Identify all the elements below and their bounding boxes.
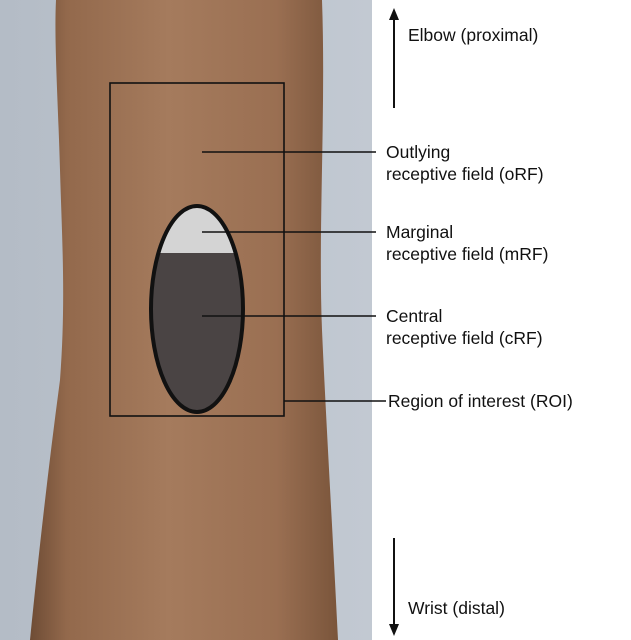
roi-label-text: Region of interest (ROI) [388,390,573,412]
marginal-field-label: Marginal receptive field (mRF) [386,221,548,265]
marginal-label-line2: receptive field (mRF) [386,243,548,265]
elbow-label: Elbow (proximal) [408,24,538,46]
central-label-line2: receptive field (cRF) [386,327,543,349]
roi-label: Region of interest (ROI) [388,390,573,412]
marginal-label-line1: Marginal [386,221,548,243]
outlying-label-line2: receptive field (oRF) [386,163,544,185]
central-field-label: Central receptive field (cRF) [386,305,543,349]
central-label-line1: Central [386,305,543,327]
wrist-label: Wrist (distal) [408,597,505,619]
elbow-arrow-icon [389,8,399,108]
wrist-label-text: Wrist (distal) [408,597,505,619]
outlying-field-label: Outlying receptive field (oRF) [386,141,544,185]
elbow-label-text: Elbow (proximal) [408,24,538,46]
outlying-label-line1: Outlying [386,141,544,163]
wrist-arrow-icon [389,538,399,636]
